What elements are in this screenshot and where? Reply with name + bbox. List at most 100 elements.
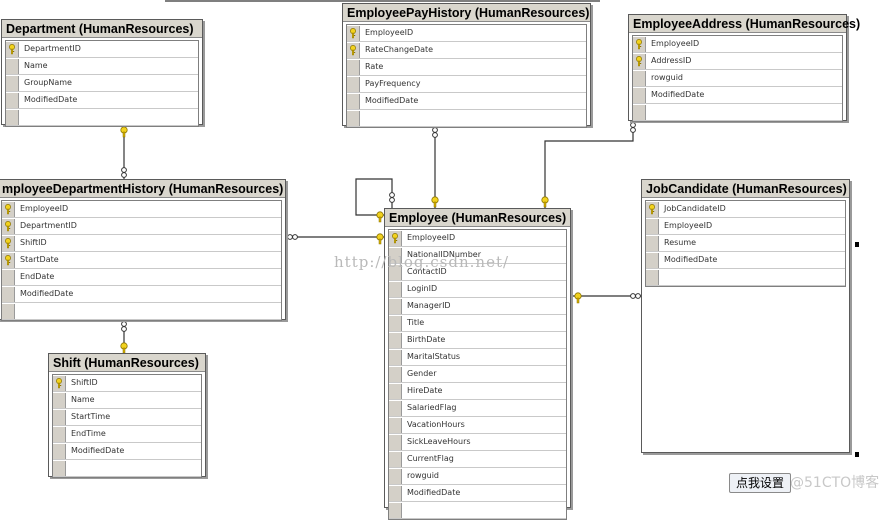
column-name: EmployeeID — [407, 233, 456, 242]
column-row[interactable]: SalariedFlag — [389, 400, 566, 417]
column-row[interactable]: ModifiedDate — [347, 93, 586, 110]
column-row[interactable]: ModifiedDate — [6, 92, 198, 109]
primary-key-icon — [2, 218, 15, 234]
column-row[interactable]: Name — [53, 392, 201, 409]
row-selector — [347, 93, 360, 109]
many-end-jc — [630, 293, 641, 299]
column-row[interactable]: DepartmentID — [6, 41, 198, 58]
column-name: ModifiedDate — [407, 488, 461, 497]
column-row[interactable]: EndTime — [53, 426, 201, 443]
column-name: rowguid — [407, 471, 439, 480]
row-selector — [53, 409, 66, 425]
column-row[interactable]: ShiftID — [2, 235, 281, 252]
column-name: EmployeeID — [651, 39, 700, 48]
table-title: mployeeDepartmentHistory (HumanResources… — [0, 180, 285, 198]
column-row[interactable]: ModifiedDate — [53, 443, 201, 460]
column-row[interactable]: AddressID — [633, 53, 842, 70]
row-selector — [2, 269, 15, 285]
column-row[interactable]: ShiftID — [53, 375, 201, 392]
column-row[interactable]: Resume — [646, 235, 845, 252]
table-department[interactable]: Department (HumanResources) DepartmentID… — [1, 19, 203, 127]
column-name: DepartmentID — [24, 44, 81, 53]
column-name: ModifiedDate — [664, 255, 718, 264]
column-name: Name — [24, 61, 48, 70]
column-row[interactable]: EmployeeID — [2, 201, 281, 218]
column-row[interactable]: Rate — [347, 59, 586, 76]
table-employee[interactable]: Employee (HumanResources) EmployeeID Nati… — [384, 208, 571, 520]
row-selector — [53, 392, 66, 408]
empty-row — [389, 502, 566, 519]
column-name: HireDate — [407, 386, 443, 395]
column-row[interactable]: ModifiedDate — [633, 87, 842, 104]
column-row[interactable]: NationalIDNumber — [389, 247, 566, 264]
empty-row — [347, 110, 586, 127]
column-row[interactable]: rowguid — [633, 70, 842, 87]
column-row[interactable]: ManagerID — [389, 298, 566, 315]
row-selector — [633, 87, 646, 103]
primary-key-icon — [633, 36, 646, 52]
column-row[interactable]: JobCandidateID — [646, 201, 845, 218]
column-row[interactable]: ModifiedDate — [2, 286, 281, 303]
column-row[interactable]: Title — [389, 315, 566, 332]
column-row[interactable]: EndDate — [2, 269, 281, 286]
many-end-edh-right — [287, 234, 298, 240]
many-end-edh-top — [121, 167, 127, 178]
column-name: ModifiedDate — [20, 289, 74, 298]
row-selector — [2, 286, 15, 302]
column-row[interactable]: StartTime — [53, 409, 201, 426]
settings-button[interactable]: 点我设置 — [729, 473, 791, 493]
row-selector — [6, 109, 19, 125]
column-row[interactable]: LoginID — [389, 281, 566, 298]
column-row[interactable]: ContactID — [389, 264, 566, 281]
column-row[interactable]: Name — [6, 58, 198, 75]
column-row[interactable]: CurrentFlag — [389, 451, 566, 468]
primary-key-icon — [646, 201, 659, 217]
column-row[interactable]: PayFrequency — [347, 76, 586, 93]
table-employee-department-history[interactable]: mployeeDepartmentHistory (HumanResources… — [0, 179, 286, 321]
table-job-candidate[interactable]: JobCandidate (HumanResources) JobCandida… — [641, 179, 850, 453]
column-row[interactable]: EmployeeID — [347, 25, 586, 42]
row-selector — [2, 303, 15, 319]
table-employee-address[interactable]: EmployeeAddress (HumanResources) Employe… — [628, 14, 860, 122]
primary-key-icon — [389, 230, 402, 246]
row-selector — [646, 235, 659, 251]
column-row[interactable]: Gender — [389, 366, 566, 383]
table-title: Employee (HumanResources) — [385, 209, 570, 227]
column-row[interactable]: ModifiedDate — [646, 252, 845, 269]
column-row[interactable]: EmployeeID — [633, 36, 842, 53]
primary-key-icon — [2, 252, 15, 268]
column-name: JobCandidateID — [664, 204, 726, 213]
column-row[interactable]: MaritalStatus — [389, 349, 566, 366]
table-title: EmployeeAddress (HumanResources) — [629, 15, 860, 33]
column-name: ModifiedDate — [365, 96, 419, 105]
column-row[interactable]: EmployeeID — [646, 218, 845, 235]
row-selector — [646, 218, 659, 234]
column-name: Rate — [365, 62, 384, 71]
column-row[interactable]: EmployeeID — [389, 230, 566, 247]
table-employee-pay-history[interactable]: EmployeePayHistory (HumanResources) Empl… — [342, 3, 591, 128]
column-row[interactable]: VacationHours — [389, 417, 566, 434]
column-row[interactable]: DepartmentID — [2, 218, 281, 235]
row-selector — [53, 426, 66, 442]
empty-row — [2, 303, 281, 320]
column-row[interactable]: GroupName — [6, 75, 198, 92]
row-selector — [347, 59, 360, 75]
column-row[interactable]: rowguid — [389, 468, 566, 485]
column-name: EmployeeID — [20, 204, 69, 213]
empty-row — [53, 460, 201, 477]
column-name: EndDate — [20, 272, 55, 281]
column-row[interactable]: HireDate — [389, 383, 566, 400]
row-selector — [389, 417, 402, 433]
table-title: JobCandidate (HumanResources) — [642, 180, 849, 198]
column-row[interactable]: RateChangeDate — [347, 42, 586, 59]
column-row[interactable]: SickLeaveHours — [389, 434, 566, 451]
column-row[interactable]: StartDate — [2, 252, 281, 269]
column-name: Resume — [664, 238, 697, 247]
row-selector — [389, 349, 402, 365]
column-row[interactable]: ModifiedDate — [389, 485, 566, 502]
row-selector — [6, 92, 19, 108]
row-selector — [389, 400, 402, 416]
column-row[interactable]: BirthDate — [389, 332, 566, 349]
column-name: BirthDate — [407, 335, 446, 344]
